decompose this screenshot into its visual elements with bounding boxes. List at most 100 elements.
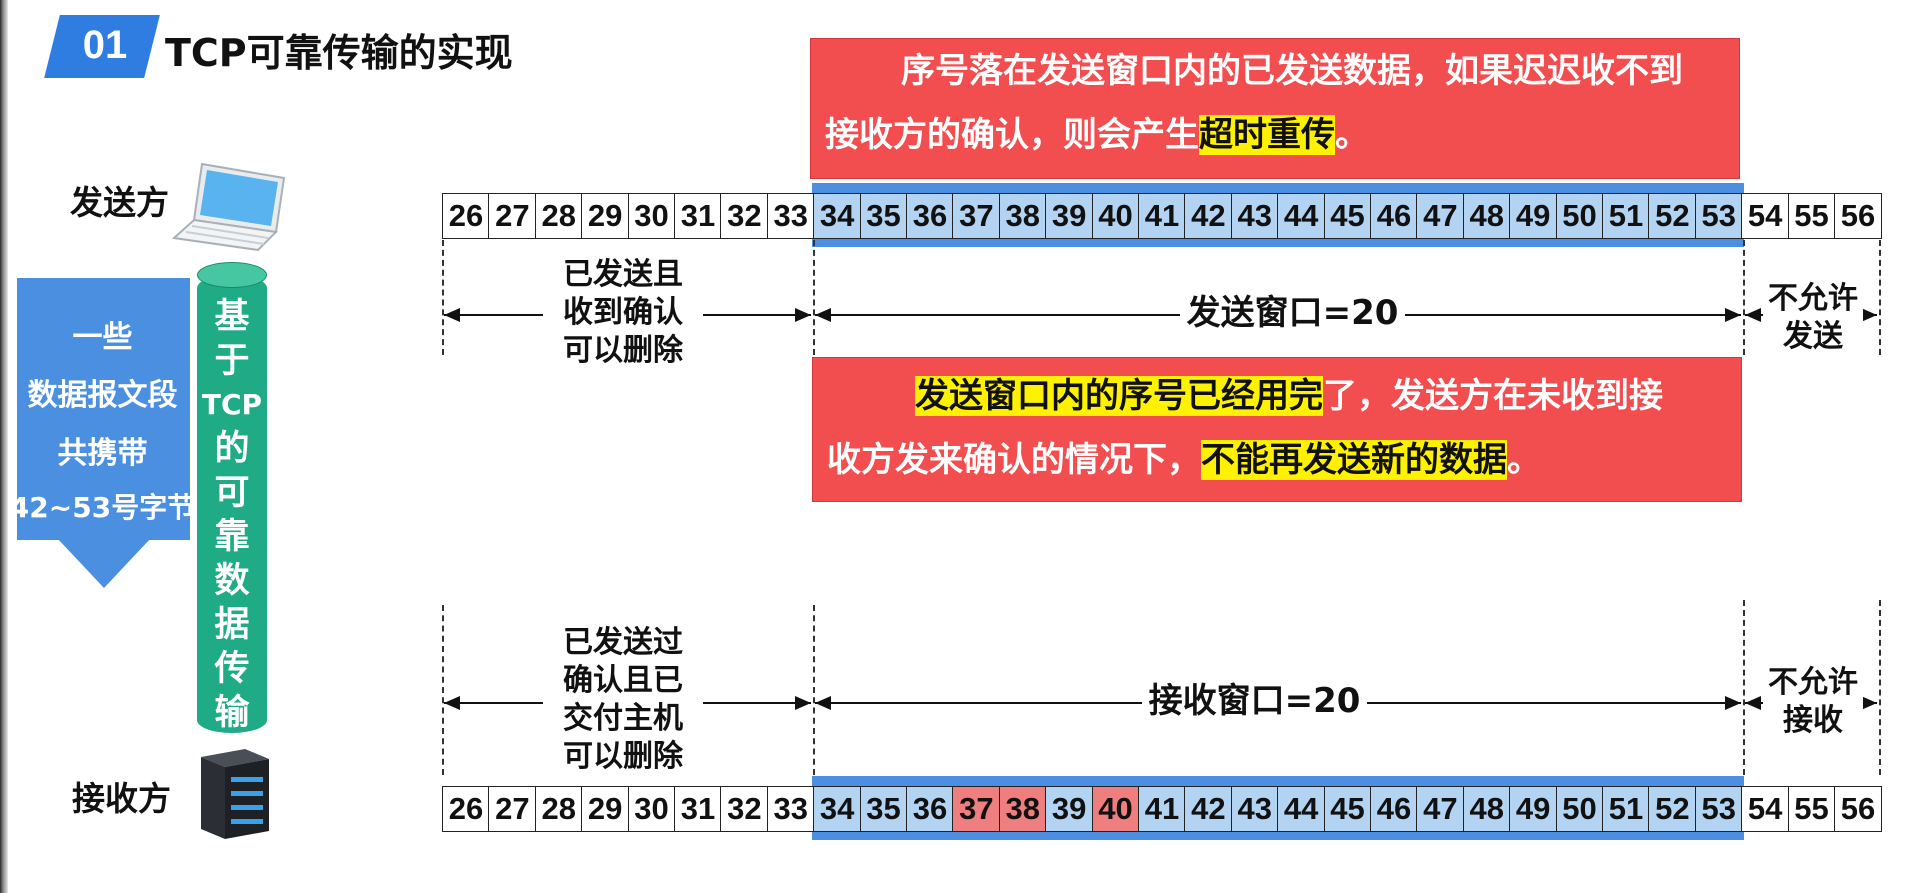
seq-cell: 29 [581,193,630,239]
arrow-left-icon [815,308,831,322]
tube-char: 基 [214,297,250,337]
seq-cell: 38 [998,193,1047,239]
arrow-right-icon [1725,308,1741,322]
boundary-line [1879,240,1881,355]
seq-cell: 42 [1184,786,1233,832]
arrow-right-icon [795,308,811,322]
receiver-label: 接收方 [72,779,171,818]
received-seq-cell: 38 [998,786,1047,832]
seq-cell: 35 [859,786,908,832]
seq-cell: 48 [1462,193,1511,239]
window-exhausted-note: 发送窗口内的序号已经用完了，发送方在未收到接 收方发来确认的情况下，不能再发送新… [812,357,1742,502]
seq-cell: 30 [627,786,676,832]
note-text: 。 [1335,115,1369,155]
highlight-timeout-retransmission: 超时重传 [1199,115,1335,155]
note-line: 接收方的确认，则会产生超时重传。 [825,103,1739,167]
tube-char: 传 [214,649,250,689]
arrow-left-icon [815,696,831,710]
seq-cell: 55 [1787,193,1836,239]
note-line: 序号落在发送窗口内的已发送数据，如果迟迟收不到 [901,51,1683,91]
seq-cell: 52 [1648,193,1697,239]
seq-cell: 44 [1277,786,1326,832]
received-seq-cell: 37 [952,786,1001,832]
seq-cell: 56 [1834,786,1882,832]
not-allowed-send-label: 不允许 发送 [1763,280,1863,356]
segment-note-line: 数据报文段 [27,378,178,413]
label-line: 已发送且 [563,257,683,292]
seq-cell: 41 [1138,786,1186,832]
segment-block [17,278,190,540]
highlight-window-used-up: 发送窗口内的序号已经用完 [915,376,1323,416]
boundary-line [1879,600,1881,775]
seq-cell: 51 [1602,193,1650,239]
seq-cell: 49 [1509,193,1558,239]
seq-cell: 46 [1370,786,1418,832]
seq-cell: 44 [1277,193,1326,239]
seq-cell: 28 [534,193,583,239]
tube-char: 于 [214,341,250,381]
seq-cell: 36 [906,193,954,239]
seq-cell: 50 [1555,786,1604,832]
boundary-line [442,605,444,775]
label-line: 交付主机 [563,701,683,736]
tube-char: TCP [201,388,263,421]
label-line: 收到确认 [563,295,683,330]
seq-cell: 31 [674,193,722,239]
label-line: 确认且已 [563,663,683,698]
seq-cell: 47 [1416,786,1465,832]
label-line: 接收 [1763,702,1863,740]
seq-cell: 35 [859,193,908,239]
seq-cell: 40 [1091,193,1140,239]
arrow-right-icon [1861,308,1877,322]
seq-cell: 32 [720,193,769,239]
laptop-icon [171,160,287,259]
label-line: 不允许 [1763,280,1863,318]
seq-cell: 29 [581,786,630,832]
label-line: 可以删除 [563,739,683,774]
note-line: 收方发来确认的情况下，不能再发送新的数据。 [827,428,1741,492]
highlight-cannot-send: 不能再发送新的数据 [1201,440,1507,480]
arrow-left-icon [1745,696,1761,710]
seq-cell: 56 [1834,193,1882,239]
note-line: 发送窗口内的序号已经用完了，发送方在未收到接 [827,364,1741,428]
note-text: 接收方的确认，则会产生 [825,115,1199,155]
seq-cell: 34 [813,193,862,239]
seq-cell: 27 [488,786,537,832]
boundary-line [442,240,444,355]
seq-cell: 32 [720,786,769,832]
tube-char: 靠 [214,517,250,557]
boundary-line [1743,240,1745,355]
seq-cell: 36 [906,786,954,832]
seq-cell: 54 [1741,786,1790,832]
arrow-right-icon [1725,696,1741,710]
seq-cell: 27 [488,193,537,239]
arrow-left-icon [444,696,460,710]
seq-cell: 31 [674,786,722,832]
tube-cap [197,262,267,288]
arrow-right-icon [795,696,811,710]
seq-cell: 41 [1138,193,1186,239]
boundary-line [813,240,815,355]
server-icon [193,747,271,845]
retransmission-note: 序号落在发送窗口内的已发送数据，如果迟迟收不到 接收方的确认，则会产生超时重传。 [810,38,1740,179]
seq-cell: 26 [442,193,490,239]
note-text: 收方发来确认的情况下， [827,440,1201,480]
seq-cell: 33 [766,193,815,239]
seq-cell: 28 [534,786,583,832]
seq-cell: 43 [1230,193,1279,239]
tube-text: 基 于 TCP 的 可 靠 数 据 传 输 [197,295,267,735]
note-text: 。 [1507,440,1541,480]
seq-cell: 37 [952,193,1001,239]
seq-cell: 33 [766,786,815,832]
tube-char: 据 [214,605,250,645]
label-line: 发送 [1763,318,1863,356]
seq-cell: 49 [1509,786,1558,832]
reliable-transfer-tube [197,275,267,733]
note-text: 了，发送方在未收到接 [1323,376,1663,416]
boundary-line [813,605,815,775]
tube-char: 的 [214,429,250,469]
arrow-left-icon [1745,308,1761,322]
seq-cell: 26 [442,786,490,832]
seq-cell: 45 [1323,786,1372,832]
label-line: 已发送过 [563,625,683,660]
